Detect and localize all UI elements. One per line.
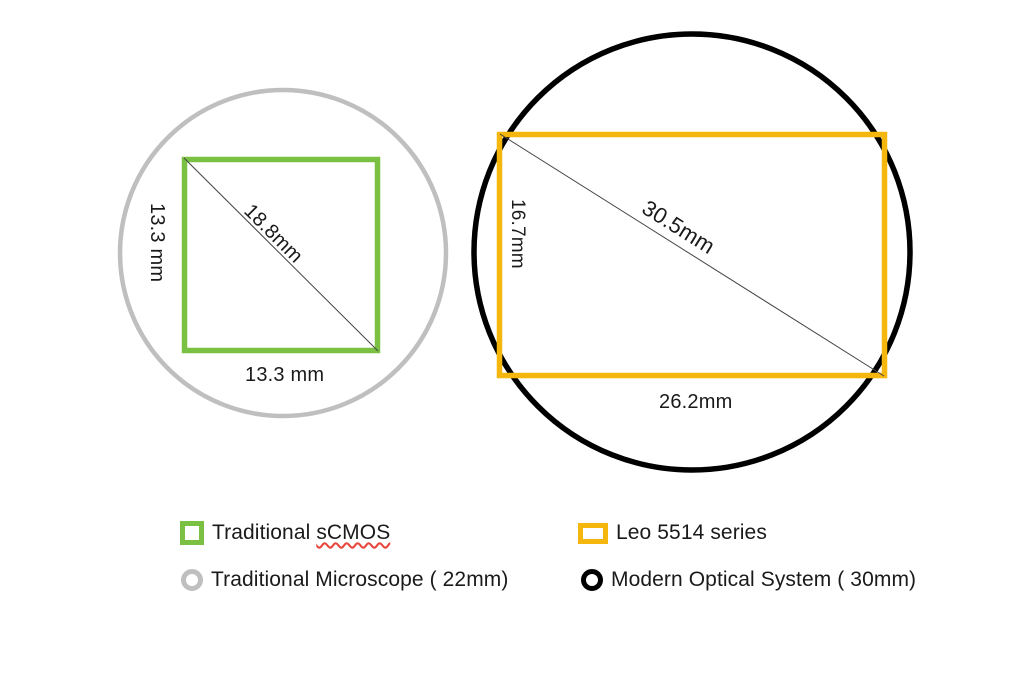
- legend-label-traditional-scmos: Traditional sCMOS: [212, 521, 390, 545]
- legend-item-traditional-microscope[interactable]: Traditional Microscope ( 22mm): [180, 568, 508, 592]
- legend-item-traditional-scmos[interactable]: Traditional sCMOS: [180, 521, 390, 545]
- legend-item-leo-5514-series[interactable]: Leo 5514 series: [578, 521, 767, 545]
- right-sensor-height-label: 16.7mm: [507, 199, 528, 269]
- legend-label-leo-5514-series: Leo 5514 series: [616, 521, 767, 544]
- legend-item-modern-optical-system[interactable]: Modern Optical System ( 30mm): [578, 568, 916, 592]
- traditional-scmos-diagonal-line: [183, 157, 379, 352]
- left-sensor-width-label: 13.3 mm: [245, 364, 325, 386]
- modern-optical-image-circle: [471, 31, 913, 473]
- black-circle-swatch-icon: [581, 569, 603, 591]
- legend-label-modern-optical-system: Modern Optical System ( 30mm): [611, 568, 917, 591]
- leo-5514-diagonal-line: [499, 133, 885, 377]
- right-sensor-width-label: 26.2mm: [659, 391, 733, 413]
- legend-label-traditional-microscope: Traditional Microscope ( 22mm): [211, 568, 509, 591]
- legend-label-prefix: Traditional: [212, 521, 317, 544]
- traditional-microscope-image-circle: [117, 87, 449, 419]
- traditional-scmos-sensor-rect: [181, 156, 381, 354]
- left-sensor-height-label: 13.3 mm: [146, 203, 168, 283]
- yellow-rectangle-swatch-icon: [578, 522, 608, 544]
- gray-circle-swatch-icon: [181, 569, 203, 591]
- legend-label-spellcheck-flagged: sCMOS: [316, 521, 391, 544]
- leo-5514-sensor-rect: [496, 131, 888, 379]
- green-square-swatch-icon: [180, 521, 204, 545]
